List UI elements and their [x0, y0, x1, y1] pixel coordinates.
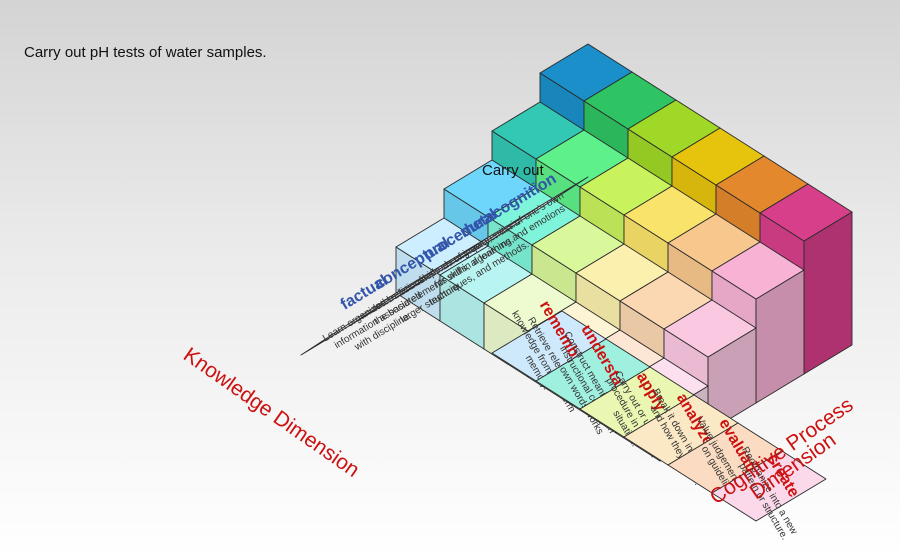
- task-caption: Carry out pH tests of water samples.: [24, 44, 267, 61]
- cube-face-top: [663, 299, 757, 358]
- knowledge-dimension-title: Knowledge Dimension: [179, 343, 363, 482]
- knowledge-panel-bg: [444, 176, 589, 269]
- cube-grid: [395, 43, 853, 462]
- cube-face-top: [759, 183, 853, 242]
- cognitive-panel-bg: [711, 450, 827, 522]
- highlight-label: Carry out: [482, 162, 545, 179]
- cube-face-top: [711, 241, 805, 300]
